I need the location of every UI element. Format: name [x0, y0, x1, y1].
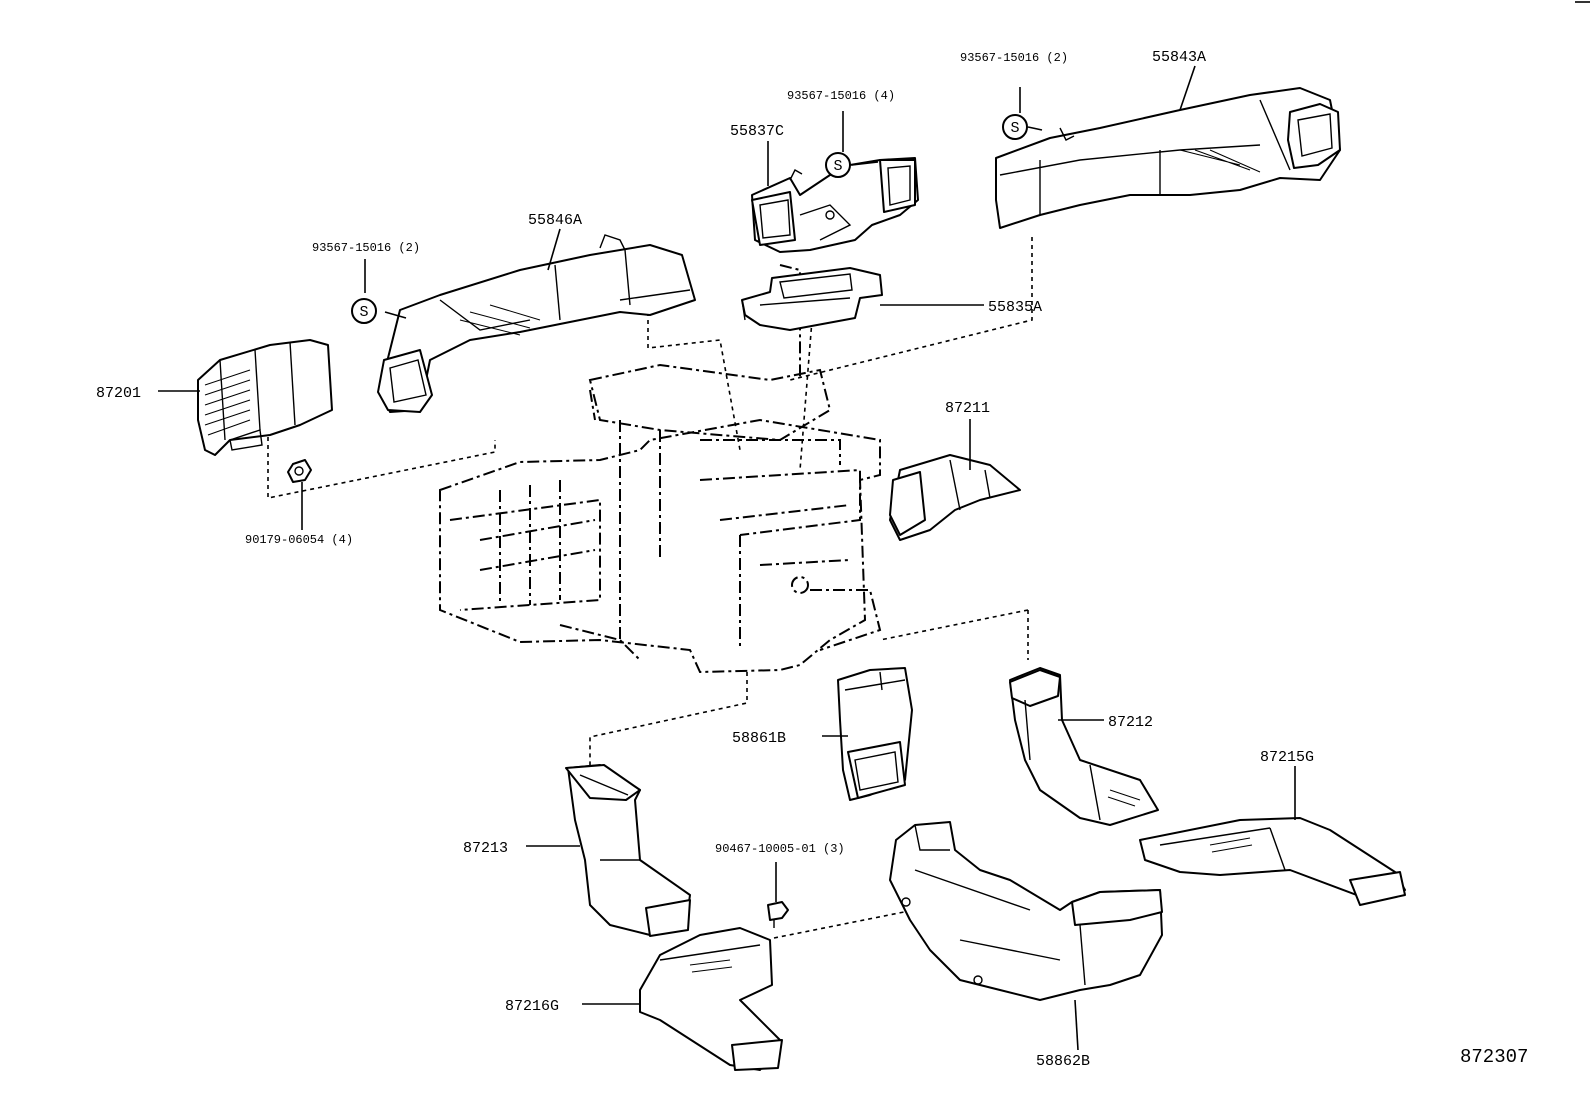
part-87212-duct	[1009, 667, 1159, 826]
label-87213: 87213	[463, 840, 508, 857]
part-55843A-duct	[995, 87, 1341, 229]
label-55843A: 55843A	[1152, 49, 1206, 66]
label-55837C: 55837C	[730, 123, 784, 140]
part-55835A-vent	[741, 267, 883, 331]
label-87212: 87212	[1108, 714, 1153, 731]
assembly-guide-lines	[267, 237, 1033, 939]
screw-marker-55846A: S	[351, 298, 377, 324]
diagram-number: 872307	[1460, 1046, 1528, 1068]
part-87201-duct	[197, 339, 333, 456]
part-87216G-duct	[639, 927, 783, 1071]
screw-symbol: S	[359, 304, 368, 321]
screw-symbol: S	[1010, 120, 1019, 137]
label-90467-10005-01: 90467-10005-01 (3)	[715, 842, 845, 856]
part-55837C-vent	[751, 157, 919, 253]
label-87201: 87201	[96, 385, 141, 402]
label-90179-06054: 90179-06054 (4)	[245, 533, 353, 547]
label-58862B: 58862B	[1036, 1053, 1090, 1070]
part-87213-duct	[565, 764, 691, 937]
part-55846A-duct	[377, 234, 696, 413]
screw-marker-55843A: S	[1002, 114, 1028, 140]
screw-symbol: S	[833, 158, 842, 175]
part-90179-nut	[287, 459, 312, 483]
heater-unit-phantom	[439, 264, 882, 674]
part-58861B-duct	[837, 667, 913, 801]
label-55835A: 55835A	[988, 299, 1042, 316]
part-87211-duct	[889, 454, 1021, 541]
label-93567-15016-55837C: 93567-15016 (4)	[787, 89, 895, 103]
label-87216G: 87216G	[505, 998, 559, 1015]
part-87215G-duct	[1139, 817, 1406, 906]
leader-lines	[158, 65, 1296, 1051]
screw-marker-55837C: S	[825, 152, 851, 178]
part-90467-clip	[767, 901, 789, 928]
label-87211: 87211	[945, 400, 990, 417]
label-93567-15016-55846A: 93567-15016 (2)	[312, 241, 420, 255]
label-93567-15016-55843A: 93567-15016 (2)	[960, 51, 1068, 65]
label-58861B: 58861B	[732, 730, 786, 747]
part-labels: 93567-15016 (2) 55843A 93567-15016 (4) 5…	[96, 49, 1528, 1070]
label-55846A: 55846A	[528, 212, 582, 229]
label-87215G: 87215G	[1260, 749, 1314, 766]
part-58862B-duct	[889, 821, 1163, 1001]
